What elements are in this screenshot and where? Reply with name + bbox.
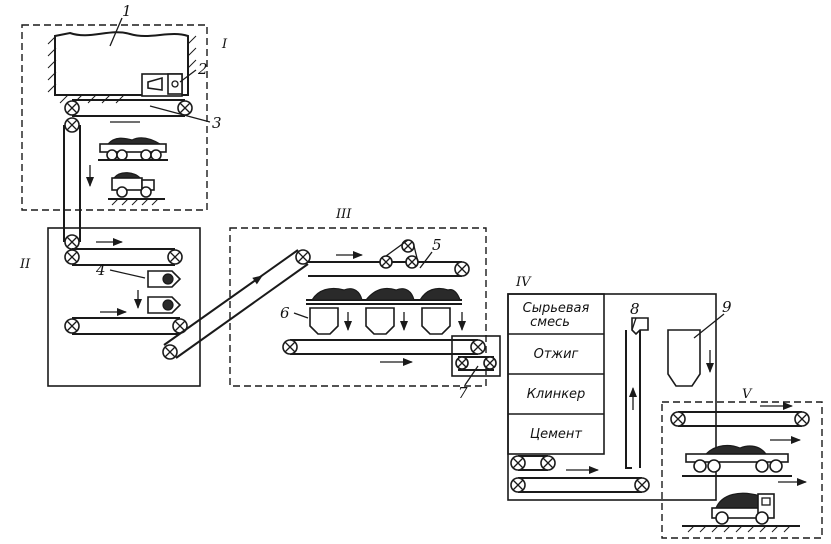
inclined-conveyor bbox=[162, 249, 311, 360]
leader-6 bbox=[293, 312, 309, 319]
section-label-III: III bbox=[335, 207, 352, 222]
label-7: 7 bbox=[458, 384, 468, 402]
section-label-II: II bbox=[19, 257, 31, 272]
elevator-8 bbox=[625, 317, 649, 469]
leader-3 bbox=[149, 105, 211, 123]
conveyor-upper bbox=[64, 248, 183, 266]
label-5: 5 bbox=[432, 236, 442, 254]
stage-clinker: Клинкер bbox=[527, 387, 586, 402]
label-9: 9 bbox=[722, 298, 732, 316]
label-3: 3 bbox=[212, 114, 222, 132]
storage-piles bbox=[306, 287, 462, 305]
rail-wagon bbox=[98, 137, 168, 161]
leader-8 bbox=[631, 317, 637, 331]
hoppers-6 bbox=[309, 307, 451, 335]
leader-4 bbox=[109, 269, 146, 279]
tripper-rollers bbox=[379, 239, 419, 269]
crusher-2 bbox=[147, 296, 182, 314]
section-label-IV: IV bbox=[515, 275, 532, 290]
conveyor-shipping bbox=[670, 411, 810, 427]
section-III-boundary bbox=[229, 227, 487, 387]
crusher-1 bbox=[147, 270, 182, 288]
leader-5 bbox=[419, 251, 433, 269]
label-6: 6 bbox=[280, 304, 290, 322]
rail-wagon-shipping bbox=[682, 436, 807, 486]
section-II-boundary bbox=[47, 227, 201, 387]
label-1: 1 bbox=[122, 2, 132, 20]
section-I-boundary bbox=[21, 24, 208, 211]
process-stages-table: Сырьевая смесь Отжиг Клинкер Цемент bbox=[507, 293, 605, 455]
conveyor-lower bbox=[64, 317, 188, 335]
excavator bbox=[141, 73, 183, 97]
conveyor-5 bbox=[308, 261, 470, 277]
leader-2 bbox=[179, 69, 197, 83]
stage-raw-mix-line1: Сырьевая bbox=[523, 301, 590, 316]
bottom-conveyors bbox=[510, 455, 650, 493]
conveyor-3 bbox=[64, 99, 193, 117]
stage-raw-mix-line2: смесь bbox=[530, 315, 570, 330]
transfer-unit-7 bbox=[451, 335, 501, 386]
stage-firing: Отжиг bbox=[534, 347, 579, 362]
section-II bbox=[47, 227, 201, 387]
dump-truck bbox=[108, 172, 165, 206]
cement-truck bbox=[682, 492, 800, 533]
leader-1 bbox=[109, 17, 123, 47]
section-label-I: I bbox=[221, 37, 228, 52]
silo-9 bbox=[667, 313, 725, 387]
label-8: 8 bbox=[630, 300, 640, 318]
section-V-boundary bbox=[661, 401, 823, 539]
leader-7 bbox=[464, 365, 479, 386]
section-label-V: V bbox=[742, 387, 753, 402]
section-III bbox=[229, 227, 487, 387]
section-IV: Сырьевая смесь Отжиг Клинкер Цемент bbox=[507, 293, 725, 501]
stage-cement: Цемент bbox=[530, 427, 582, 442]
collecting-conveyor bbox=[282, 339, 486, 355]
section-V bbox=[661, 401, 823, 539]
label-4: 4 bbox=[95, 261, 106, 279]
label-2: 2 bbox=[197, 60, 208, 78]
vertical-conveyor bbox=[63, 117, 81, 250]
leader-9 bbox=[693, 313, 725, 339]
section-I bbox=[21, 24, 208, 211]
